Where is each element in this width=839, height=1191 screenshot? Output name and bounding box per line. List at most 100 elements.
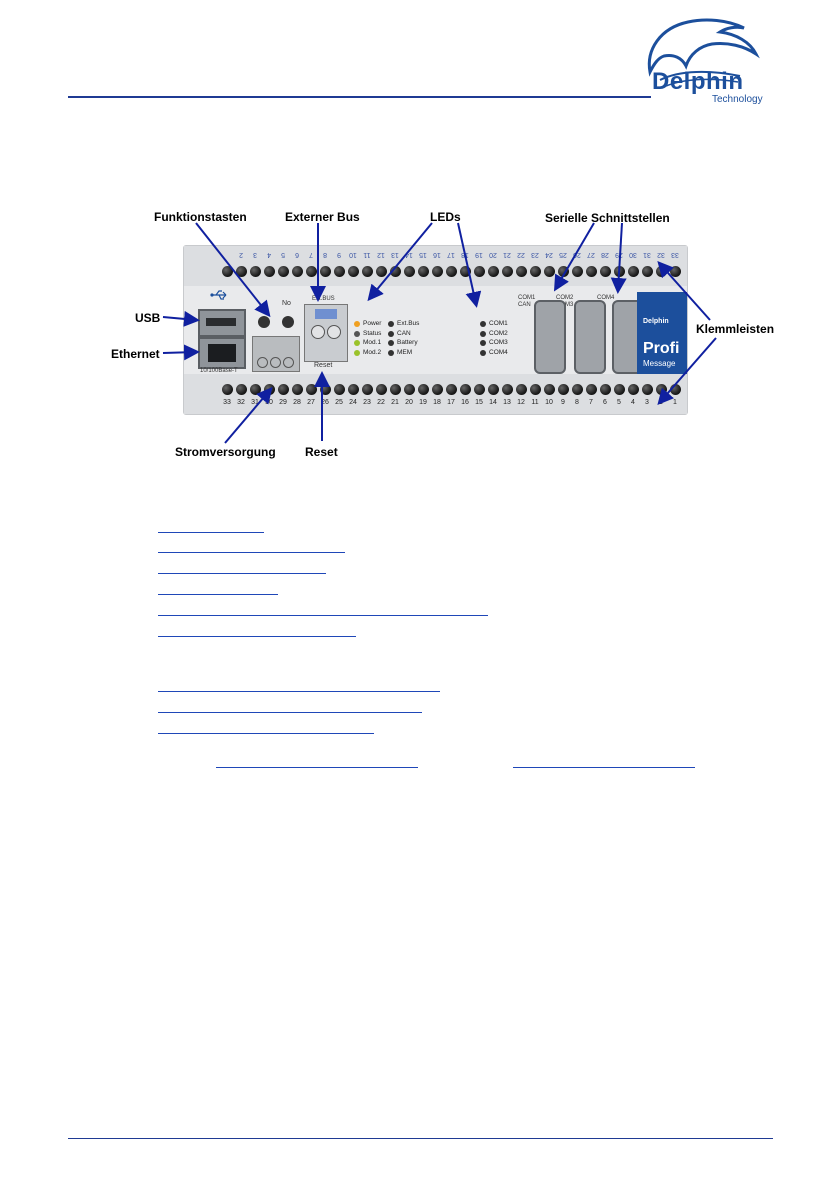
terminal-screw [544, 384, 555, 395]
link-line[interactable] [158, 532, 264, 533]
link-line[interactable] [158, 712, 422, 713]
link-line[interactable] [158, 691, 440, 692]
terminal-number: 26 [321, 399, 329, 406]
arrow-klemm-top [657, 261, 711, 321]
terminal-screw [502, 266, 513, 277]
function-key-2 [282, 316, 294, 328]
reset-label: Reset [314, 362, 333, 369]
com23-port [574, 300, 606, 374]
no-label: No [282, 300, 291, 307]
usb-icon [210, 290, 227, 300]
terminal-screw [250, 266, 261, 277]
terminal-screw [348, 384, 359, 395]
callout-externer-bus: Externer Bus [285, 210, 360, 224]
terminal-screw [544, 266, 555, 277]
panel-title: Profi [643, 340, 680, 357]
terminal-screw [390, 266, 401, 277]
status-led [480, 340, 486, 346]
terminal-screw [404, 266, 415, 277]
link-line[interactable] [158, 615, 488, 616]
terminal-screw [572, 266, 583, 277]
callout-usb: USB [135, 311, 161, 325]
terminal-screw [642, 266, 653, 277]
terminal-number: 5 [617, 399, 621, 406]
link-line[interactable] [158, 733, 374, 734]
terminal-screw [446, 384, 457, 395]
com1-label-text: COM1 CAN [518, 295, 536, 308]
link-line[interactable] [513, 767, 695, 768]
arrow-funktionstasten [195, 222, 271, 318]
terminal-screw [376, 266, 387, 277]
terminal-number: 27 [307, 399, 315, 406]
terminal-screw [586, 266, 597, 277]
terminal-screw [404, 384, 415, 395]
led-label: Ext.Bus [397, 320, 420, 327]
status-led [480, 349, 486, 356]
terminal-screw [460, 266, 471, 277]
brand-sub: Technology [712, 94, 763, 105]
terminal-number: 4 [631, 399, 635, 406]
arrow-serielle-2 [610, 222, 627, 294]
power-connector [252, 336, 300, 372]
ethernet-label: 10/100Base-T [200, 368, 238, 374]
terminal-screw [306, 384, 317, 395]
panel-brand: Delphin [643, 318, 669, 325]
terminal-screw [390, 384, 401, 395]
terminal-screw [418, 266, 429, 277]
terminal-screw [418, 384, 429, 395]
terminal-number: 1 [673, 399, 677, 406]
terminal-screw [292, 266, 303, 277]
callout-stromversorgung: Stromversorgung [175, 445, 276, 459]
terminal-number: 14 [489, 399, 497, 406]
terminal-screw [474, 384, 485, 395]
terminal-number: 3 [645, 399, 649, 406]
terminal-screw [320, 266, 331, 277]
terminal-screw [264, 266, 275, 277]
terminal-number: 33 [223, 399, 231, 406]
terminal-screw [502, 384, 513, 395]
brand-name: Delphin [652, 68, 744, 95]
link-line[interactable] [158, 573, 326, 574]
terminal-screw [474, 266, 485, 277]
terminal-number: 10 [545, 399, 553, 406]
com1-port [534, 300, 566, 374]
terminal-screw [376, 384, 387, 395]
extbus-connector [304, 304, 348, 362]
com4-label: COM4 [597, 295, 615, 301]
arrow-leds-1 [367, 222, 433, 302]
status-led [388, 330, 394, 337]
callout-reset: Reset [305, 445, 338, 459]
terminal-screw [348, 266, 359, 277]
terminal-number: 32 [237, 399, 245, 406]
status-led [480, 330, 486, 337]
terminal-screw [334, 266, 345, 277]
link-line[interactable] [158, 636, 356, 637]
terminal-screw [516, 384, 527, 395]
terminal-number: 21 [391, 399, 399, 406]
status-led [388, 340, 394, 346]
link-line[interactable] [216, 767, 418, 768]
terminal-screw [488, 384, 499, 395]
terminal-screw [278, 266, 289, 277]
terminal-screw [362, 266, 373, 277]
led-label: Power [363, 320, 382, 327]
terminal-number: 15 [475, 399, 483, 406]
terminal-number: 31 [251, 399, 259, 406]
footer-rule [68, 1138, 773, 1139]
callout-klemmleisten: Klemmleisten [696, 322, 775, 336]
callout-arrows [162, 222, 717, 444]
terminal-number: 29 [279, 399, 287, 406]
link-line[interactable] [158, 552, 345, 553]
status-led [388, 321, 394, 327]
terminal-screw [236, 384, 247, 395]
terminal-screw [628, 266, 639, 277]
callout-ethernet: Ethernet [111, 347, 160, 361]
terminal-screw [558, 384, 569, 395]
terminal-screw [432, 384, 443, 395]
link-line[interactable] [158, 594, 278, 595]
terminal-screw [460, 384, 471, 395]
panel-sub: Message [643, 359, 676, 368]
terminal-number: 8 [575, 399, 579, 406]
terminal-screw [320, 384, 331, 395]
